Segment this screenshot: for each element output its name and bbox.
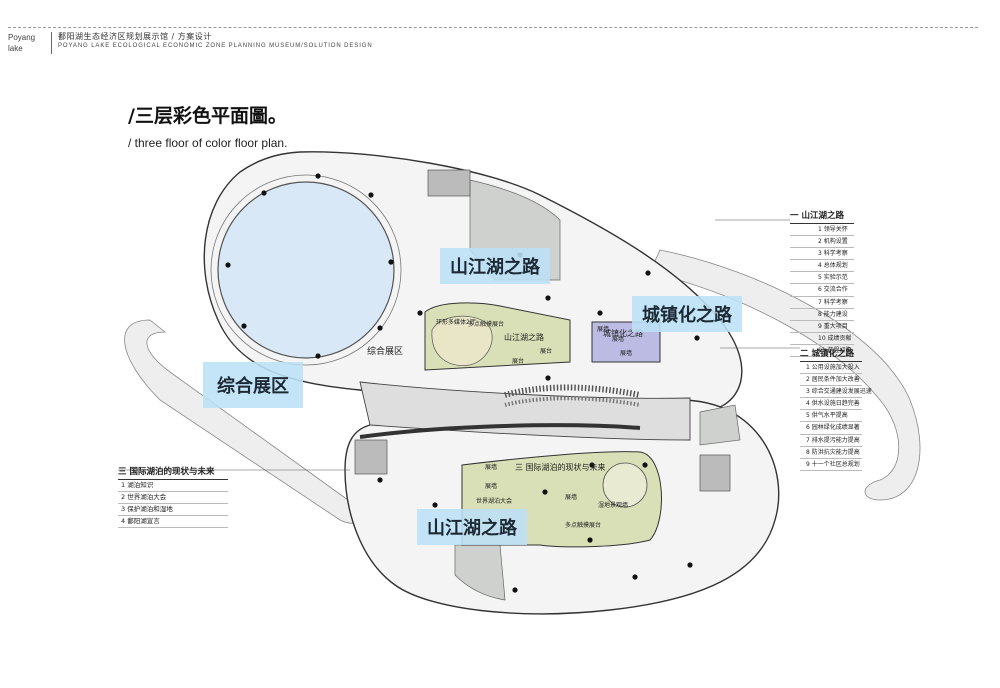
callout-shanjiang-upper: 山江湖之路 [440,248,550,284]
pond-ring [210,174,402,366]
legend-item: 8 防洪抗灾能力提高 [800,447,862,459]
wetland-label: 湿地景观墙 [598,502,629,509]
multipoint-label-a: 多点触摸展台 [468,321,505,328]
display-label-d: 展墙 [485,464,498,471]
legend-item: 2 居民条件加大改善 [800,374,862,387]
lake-map-blob [431,315,493,366]
stair-core-right [699,454,731,492]
legend-item: 4 总体规划 [790,260,854,273]
lower-inner-ring [359,423,641,439]
display-label-b: 展台 [540,348,553,355]
legend-item: 5 供气水平提高 [800,410,862,423]
pond-circle [217,181,395,359]
display-label-c: 展墙 [597,326,610,333]
project-title-en: POYANG LAKE ECOLOGICAL ECONOMIC ZONE PLA… [58,43,373,49]
legend-item: 1 湖泊知识 [118,480,228,492]
legend-item: 3 综合交通建设发展迅速 [800,386,872,399]
legend-item: 6 交流合作 [790,284,854,297]
brand-line-1: Poyang [8,33,36,42]
legend-item: 3 科学考察 [790,248,854,261]
legend-item: 5 实验示范 [790,272,854,285]
world-lake-label: 世界湖泊大会 [476,498,513,505]
legend-shanjiang: 一 山江湖之路 1 领导关怀 2 机构设置 3 科学考察 4 总体规划 5 实验… [790,209,854,358]
legend-item: 4 供水设施日趋完善 [800,398,862,411]
seating-arcs [504,384,641,398]
legend-item: 11 前程初瞻 [790,345,854,358]
legend-item: 4 鄱阳湖宣言 [118,516,228,528]
legend-item: 2 机构设置 [790,236,854,249]
lower-globe [602,462,648,508]
display-label-e: 展墙 [485,483,498,490]
legend-item: 8 能力建设 [790,309,854,321]
display-label-h: 展墙 [612,336,625,343]
callout-shanjiang-lower: 山江湖之路 [417,509,527,545]
legend-lake-status: 三 国际湖泊的现状与未来 1 湖泊知识 2 世界湖泊大会 3 保护湖泊和湿地 4… [118,465,228,528]
legend-chengzhen-heading: 二 城镇化之路 [800,347,862,362]
legend-item: 6 园林绿化成绩显著 [800,422,862,435]
multipoint-label-b: 多点触摸展台 [565,522,602,529]
legend-item: 9 重大项目 [790,321,854,333]
display-label-a: 展台 [512,358,525,365]
grey-zone-right [699,404,741,446]
legend-chengzhen: 二 城镇化之路 1 公用设施加大投入 2 居民条件加大改善 3 综合交通建设发展… [800,347,872,471]
page-title-en: / three floor of color floor plan. [128,136,288,150]
structural-columns [225,173,700,593]
legend-item: 2 世界湖泊大会 [118,492,228,504]
legend-shanjiang-heading: 一 山江湖之路 [790,209,854,224]
legend-item: 3 保护湖泊和湿地 [118,504,228,516]
legend-item: 7 科学考察 [790,297,854,309]
ramp-right [649,249,921,501]
stair-core-lower [354,439,388,475]
brand-logo: Poyang lake [8,32,35,54]
lake-status-small-label: 三 国际湖泊的现状与未来 [515,463,606,472]
seating-arcs-2 [504,396,641,407]
chengzhen-small-label: 城镇化之路 [603,329,643,338]
callout-zonghe: 综合展区 [203,362,303,408]
header-divider [51,32,52,54]
project-title-cn: 鄱阳湖生态经济区规划展示馆 / 方案设计 [58,32,212,41]
stair-core-upper [427,169,471,197]
page-title-cn: /三层彩色平面圖。 [128,105,287,127]
legend-lake-status-heading: 三 国际湖泊的现状与未来 [118,465,228,480]
display-label-g: 展墙 [620,350,633,357]
display-label-f: 展墙 [565,494,578,501]
legend-item: 9 十一个社区总规划 [800,459,862,471]
legend-item: 10 成绩贡献 [790,333,854,345]
grey-zone-lower-left [454,544,506,601]
legend-item: 1 领导关怀 [790,224,854,237]
cinema-label: 环形多媒体2厅 [436,319,476,326]
legend-item: 1 公用设施加大投入 [800,362,862,375]
callout-chengzhen: 城镇化之路 [632,296,742,332]
header-dashed-rule [8,27,978,28]
brand-line-2: lake [8,44,23,53]
legend-item: 7 排水提污能力提高 [800,435,862,447]
shanjiang-small-label: 山江湖之路 [504,333,544,342]
zonghe-area-label: 综合展区 [367,347,404,357]
